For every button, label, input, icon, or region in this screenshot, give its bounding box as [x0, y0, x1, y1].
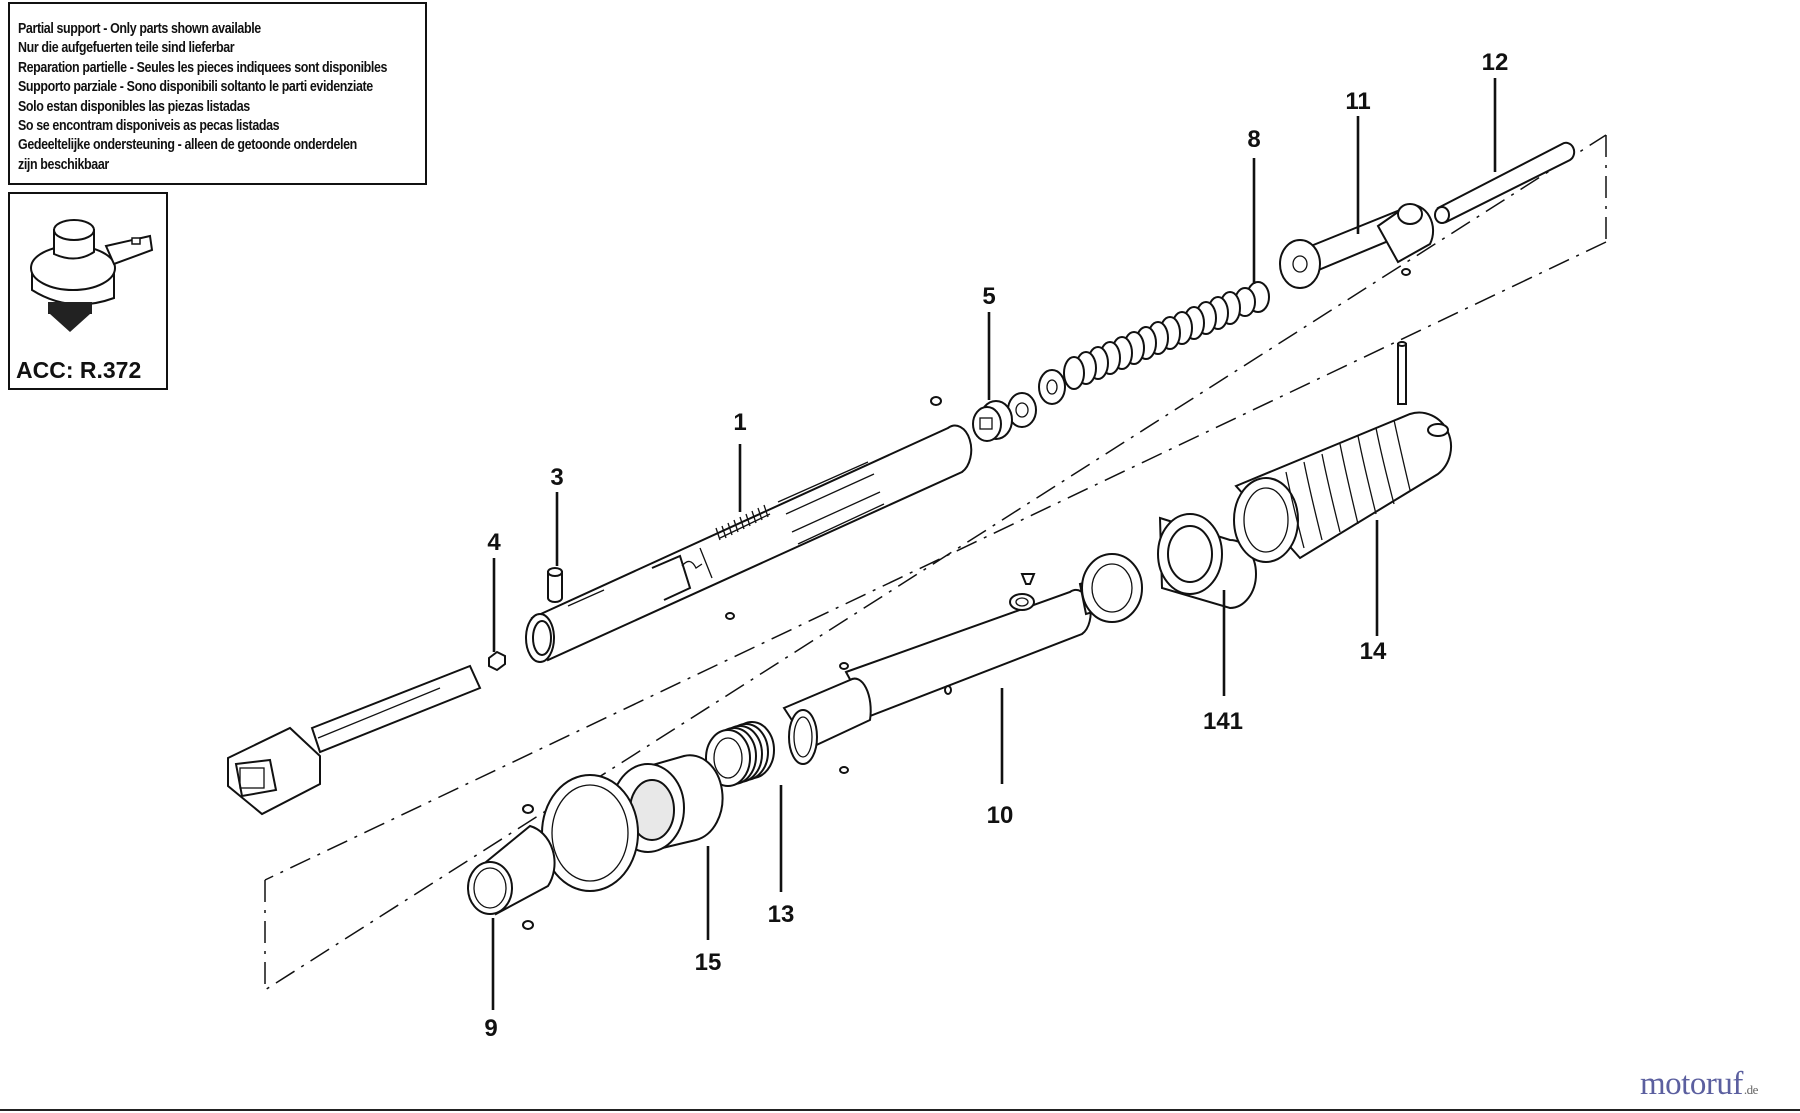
brand-watermark: motoruf.de	[1640, 1066, 1758, 1102]
part-10-lower-tube	[782, 573, 1092, 774]
part-14-grip-handle	[1233, 341, 1453, 563]
callout-12: 12	[1482, 49, 1509, 76]
callout-9: 9	[484, 1015, 497, 1042]
notice-line: Gedeeltelijke ondersteuning - alleen de …	[18, 137, 357, 154]
notice-line: Solo estan disponibles las piezas listad…	[18, 98, 250, 115]
part-12-rod	[1434, 141, 1576, 224]
notice-line: So se encontram disponiveis as pecas lis…	[18, 118, 280, 135]
notice-line: Supporto parziale - Sono disponibili sol…	[18, 79, 373, 96]
callout-15: 15	[695, 949, 722, 976]
availability-notice: Partial support - Only parts shown avail…	[8, 2, 427, 185]
accessory-box: ACC: R.372	[8, 192, 168, 390]
notice-line: Nur die aufgefuerten teile sind lieferba…	[18, 40, 235, 57]
callout-141: 141	[1203, 708, 1243, 735]
callout-1: 1	[733, 409, 746, 436]
part-9-end-cap	[467, 804, 556, 930]
callout-numbers: 1 3 4 5 8 9 10 11 12 13 14 141 15	[484, 49, 1508, 1042]
ratchet-head-icon	[30, 219, 154, 332]
notice-line: zijn beschikbaar	[18, 156, 109, 173]
callout-13: 13	[768, 901, 795, 928]
part-4-block	[488, 650, 506, 672]
callout-8: 8	[1247, 126, 1260, 153]
callout-4: 4	[487, 529, 501, 556]
bottom-divider	[0, 1109, 1800, 1111]
washer-ring	[541, 774, 639, 892]
notice-line: Reparation partielle - Seules les pieces…	[18, 59, 388, 76]
notice-line: Partial support - Only parts shown avail…	[18, 21, 261, 37]
part-3-pin	[547, 567, 735, 620]
part-141-ring	[1078, 513, 1257, 623]
callout-11: 11	[1345, 88, 1370, 115]
part-1-main-tube	[525, 424, 973, 663]
callout-14: 14	[1360, 638, 1387, 665]
assembly-frame	[264, 134, 1607, 992]
accessory-reference: ACC: R.372	[16, 357, 142, 383]
callout-3: 3	[550, 464, 563, 491]
part-5-adjuster	[930, 392, 1037, 442]
part-13-coil	[705, 721, 775, 787]
callout-5: 5	[982, 283, 995, 310]
leader-lines	[491, 78, 1497, 1010]
callout-10: 10	[987, 802, 1014, 829]
part-11-plunger	[1279, 203, 1435, 289]
part-8-spring-stack	[1038, 281, 1270, 405]
ratchet-head-assembly	[227, 664, 482, 816]
